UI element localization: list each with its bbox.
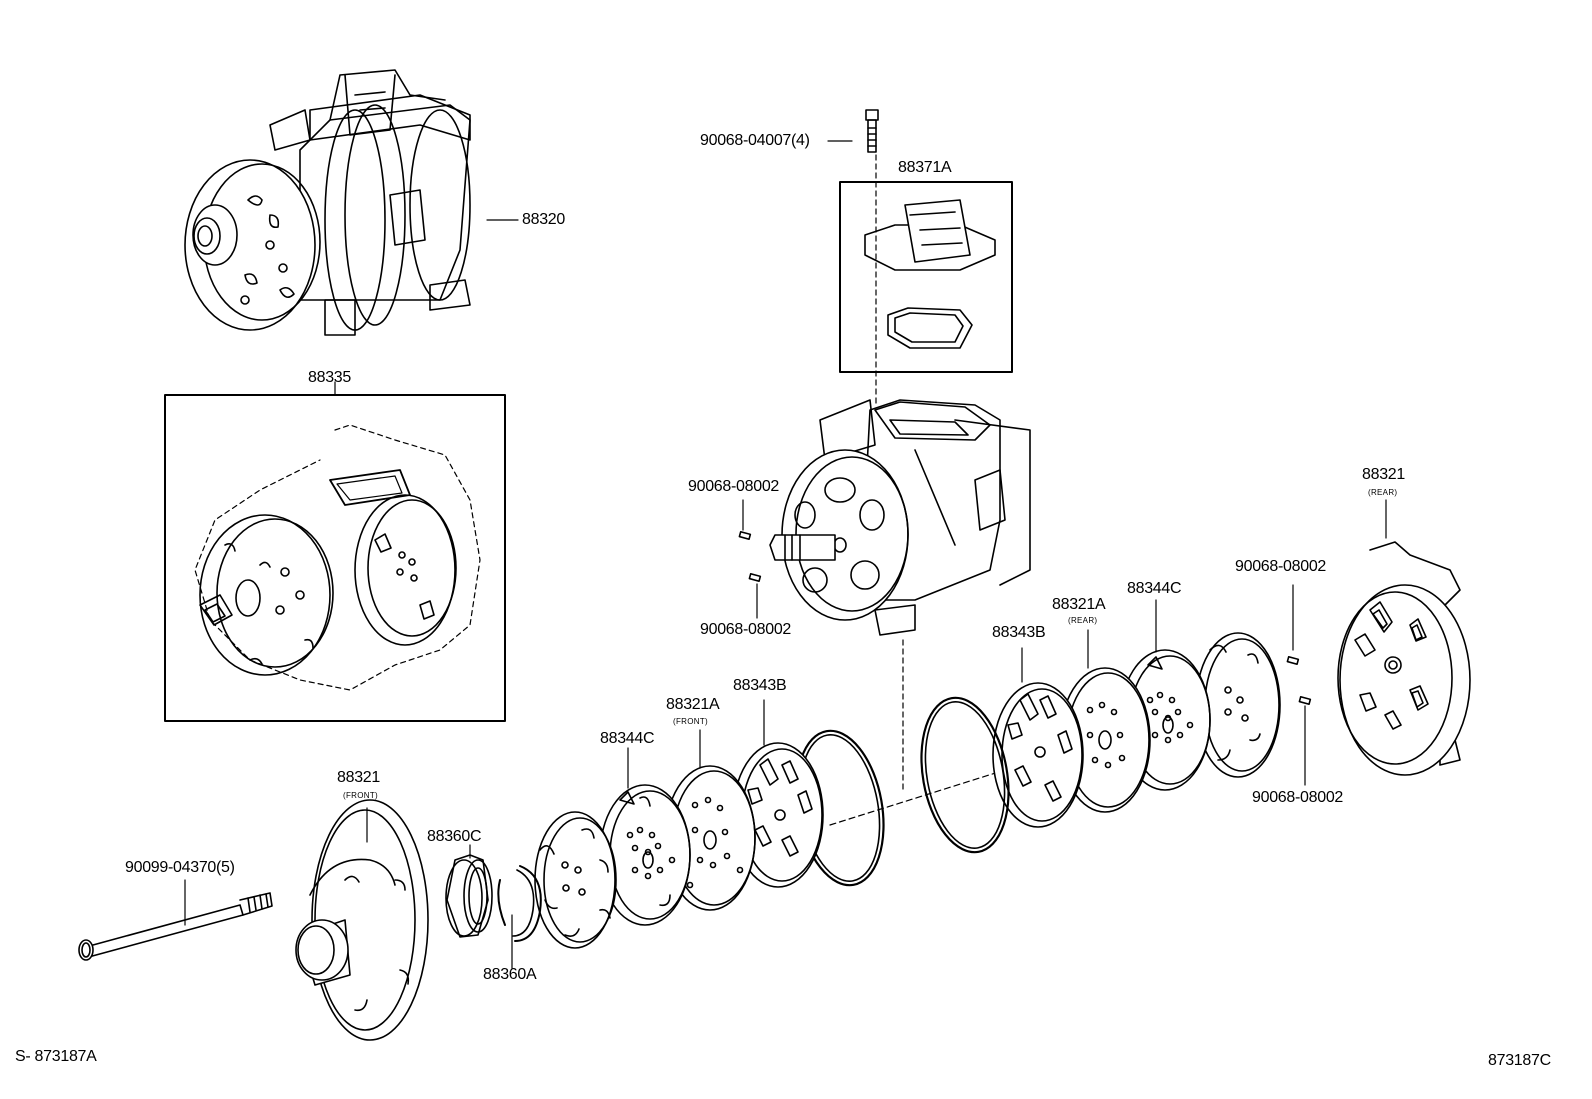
alignment-line-axis [829,769,1006,826]
rear-head-drawing [1337,499,1471,776]
label-88321A-front: 88321A [666,696,720,713]
label-90068-08002-upper-right: 90068-08002 [1235,558,1327,575]
rear-plate-stack-drawing [920,599,1281,854]
footer-right-code: 873187C [1488,1052,1551,1069]
label-90068-08002-upper-left: 90068-08002 [688,478,780,495]
label-90068-08002-lower-left: 90068-08002 [700,621,792,638]
pins-right-drawing [1286,584,1312,786]
label-88321A-rear: 88321A [1052,596,1106,613]
central-housing-drawing [769,399,1031,636]
kit-88335-box [164,381,506,722]
label-88321A-rear-note: (REAR) [1068,616,1098,625]
bolt-90068-04007-drawing [827,109,879,153]
label-90099-04370: 90099-04370(5) [125,859,235,876]
label-88344C-rear: 88344C [1127,580,1182,597]
label-88371A: 88371A [898,159,952,176]
label-90068-08002-lower-right: 90068-08002 [1252,789,1344,806]
label-88360C: 88360C [427,828,482,845]
pins-left-drawing [738,499,762,619]
compressor-assembly-drawing [184,69,519,336]
label-88321-front-note: (FRONT) [343,791,378,800]
footer-left-code: S- 873187A [15,1048,97,1065]
kit-88371A-box [839,181,1013,373]
label-88360A: 88360A [483,966,537,983]
label-88320: 88320 [522,211,565,228]
label-88321-rear-note: (REAR) [1368,488,1398,497]
label-88335: 88335 [308,369,351,386]
label-88344C-front: 88344C [600,730,655,747]
front-head-drawing [295,799,429,1041]
label-88321-rear: 88321 [1362,466,1405,483]
front-plate-stack-drawing [534,699,885,949]
label-90068-04007: 90068-04007(4) [700,132,810,149]
long-bolt-90099-drawing [78,879,273,961]
label-88343B-front: 88343B [733,677,787,694]
label-88321-front: 88321 [337,769,380,786]
label-88343B-rear: 88343B [992,624,1046,641]
seal-and-ring-drawing [445,844,542,969]
label-88321A-front-note: (FRONT) [673,717,708,726]
